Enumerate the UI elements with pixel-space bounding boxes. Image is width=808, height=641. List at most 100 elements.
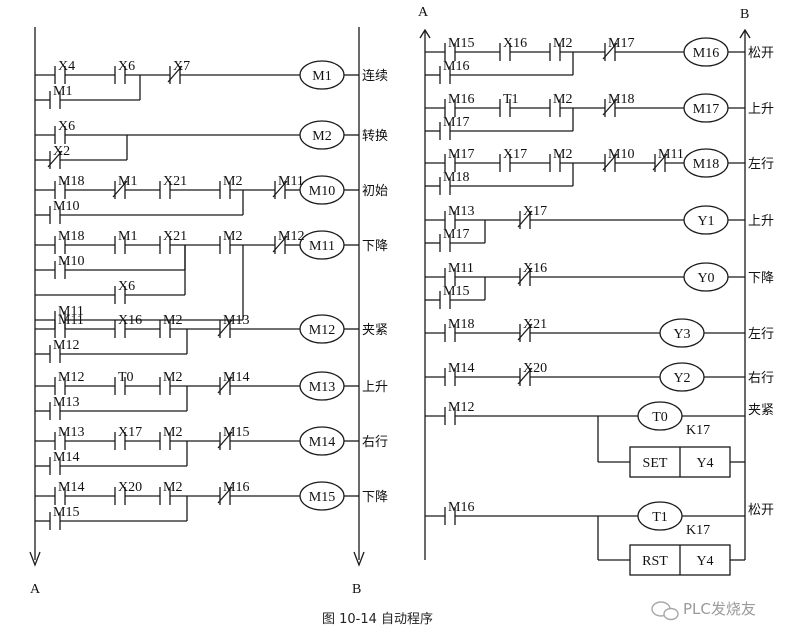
contact-label: X6	[58, 119, 75, 134]
coil-note: 松开	[748, 46, 774, 61]
coil-note: 左行	[748, 327, 774, 342]
contact-label: M17	[443, 115, 469, 130]
contact-label: M18	[58, 229, 84, 244]
coil-note: 右行	[362, 435, 388, 450]
contact-label: M1	[118, 229, 137, 244]
coil-note: 上升	[362, 380, 388, 395]
coil-note: 下降	[362, 490, 388, 505]
contact-label: M13	[53, 395, 79, 410]
coil-note: 夹紧	[362, 323, 388, 338]
contact-label: M16	[223, 480, 249, 495]
coil-note: 右行	[748, 371, 774, 386]
coil-note: 松开	[748, 503, 774, 518]
rail-label-right-bottom: B	[352, 582, 361, 597]
arrow-b-bottom	[353, 551, 365, 567]
coil-note: 下降	[748, 271, 774, 286]
contact-label: M10	[53, 199, 79, 214]
contact-label: M18	[443, 170, 469, 185]
contact-label: M16	[448, 500, 474, 515]
coil-label: M16	[693, 46, 719, 61]
contact-label: M2	[163, 480, 182, 495]
contact-label: X17	[523, 204, 547, 219]
contact-label: M14	[448, 361, 474, 376]
contact-label: M12	[448, 400, 474, 415]
contact-label: M11	[58, 304, 84, 319]
contact-label: X21	[163, 229, 187, 244]
nc-slash	[517, 367, 533, 385]
contact-label: M2	[163, 370, 182, 385]
instruction-op: SET	[643, 456, 668, 471]
coil-note: 左行	[748, 157, 774, 172]
coil-note: 上升	[748, 214, 774, 229]
wechat-icon	[651, 601, 679, 621]
coil-label: M12	[309, 323, 335, 338]
contact-label: M2	[553, 92, 572, 107]
coil-note: 上升	[748, 102, 774, 117]
contact-label: M11	[58, 313, 84, 328]
contact-label: M15	[443, 284, 469, 299]
contact-label: M11	[448, 261, 474, 276]
contact-label: X7	[173, 59, 190, 74]
arrow-a-bottom	[29, 551, 41, 567]
coil-note: 初始	[362, 184, 388, 199]
contact-label: X20	[118, 480, 142, 495]
contact-label: M15	[53, 505, 79, 520]
contact-label: M12	[58, 370, 84, 385]
rail-label-left-bottom: A	[30, 582, 41, 597]
nc-slash	[517, 323, 533, 341]
coil-label: M18	[693, 157, 719, 172]
coil-label: Y0	[697, 271, 714, 286]
nc-slash	[272, 235, 288, 253]
coil-label: M10	[309, 184, 335, 199]
nc-slash	[217, 431, 233, 449]
arrow-a-top	[419, 28, 431, 39]
contact-label: M1	[118, 174, 137, 189]
contact-label: M18	[448, 317, 474, 332]
contact-label: M14	[58, 480, 84, 495]
nc-slash	[112, 180, 128, 198]
coil-note: 下降	[362, 239, 388, 254]
contact-label: M13	[448, 204, 474, 219]
contact-label: X6	[118, 279, 135, 294]
timer-label: T1	[652, 510, 668, 525]
contact-label: M2	[223, 229, 242, 244]
coil-note: 转换	[362, 129, 388, 144]
instruction-operand: Y4	[696, 456, 713, 471]
nc-slash	[217, 376, 233, 394]
nc-slash	[167, 65, 183, 83]
contact-label: X16	[523, 261, 547, 276]
timer-preset: K17	[686, 523, 710, 538]
coil-label: M11	[309, 239, 335, 254]
contact-label: X16	[503, 36, 527, 51]
contact-label: M1	[53, 84, 72, 99]
nc-slash	[47, 150, 63, 168]
contact-label: M2	[163, 313, 182, 328]
contact-label: M16	[443, 59, 469, 74]
contact-label: M15	[448, 36, 474, 51]
contact-label: M16	[448, 92, 474, 107]
nc-slash	[652, 153, 668, 171]
contact-label: M11	[278, 174, 304, 189]
coil-label: Y3	[673, 327, 690, 342]
static-layer	[29, 27, 751, 567]
contact-label: X2	[53, 144, 70, 159]
instruction-op: RST	[642, 554, 668, 569]
nc-slash	[517, 267, 533, 285]
contact-label: M18	[608, 92, 634, 107]
contact-label: M10	[608, 147, 634, 162]
nc-slash	[602, 98, 618, 116]
watermark-text: PLC发烧友	[683, 600, 756, 618]
coil-label: M17	[693, 102, 719, 117]
contact-label: M2	[553, 36, 572, 51]
contact-label: M17	[608, 36, 634, 51]
nc-slash	[602, 42, 618, 60]
contact-label: M18	[58, 174, 84, 189]
nc-slash	[272, 180, 288, 198]
coil-label: M13	[309, 380, 335, 395]
coil-label: M1	[312, 69, 331, 84]
coil-label: Y1	[697, 214, 714, 229]
nc-slash	[602, 153, 618, 171]
coil-note: 夹紧	[748, 403, 774, 418]
contact-label: M14	[53, 450, 79, 465]
contact-label: X21	[163, 174, 187, 189]
